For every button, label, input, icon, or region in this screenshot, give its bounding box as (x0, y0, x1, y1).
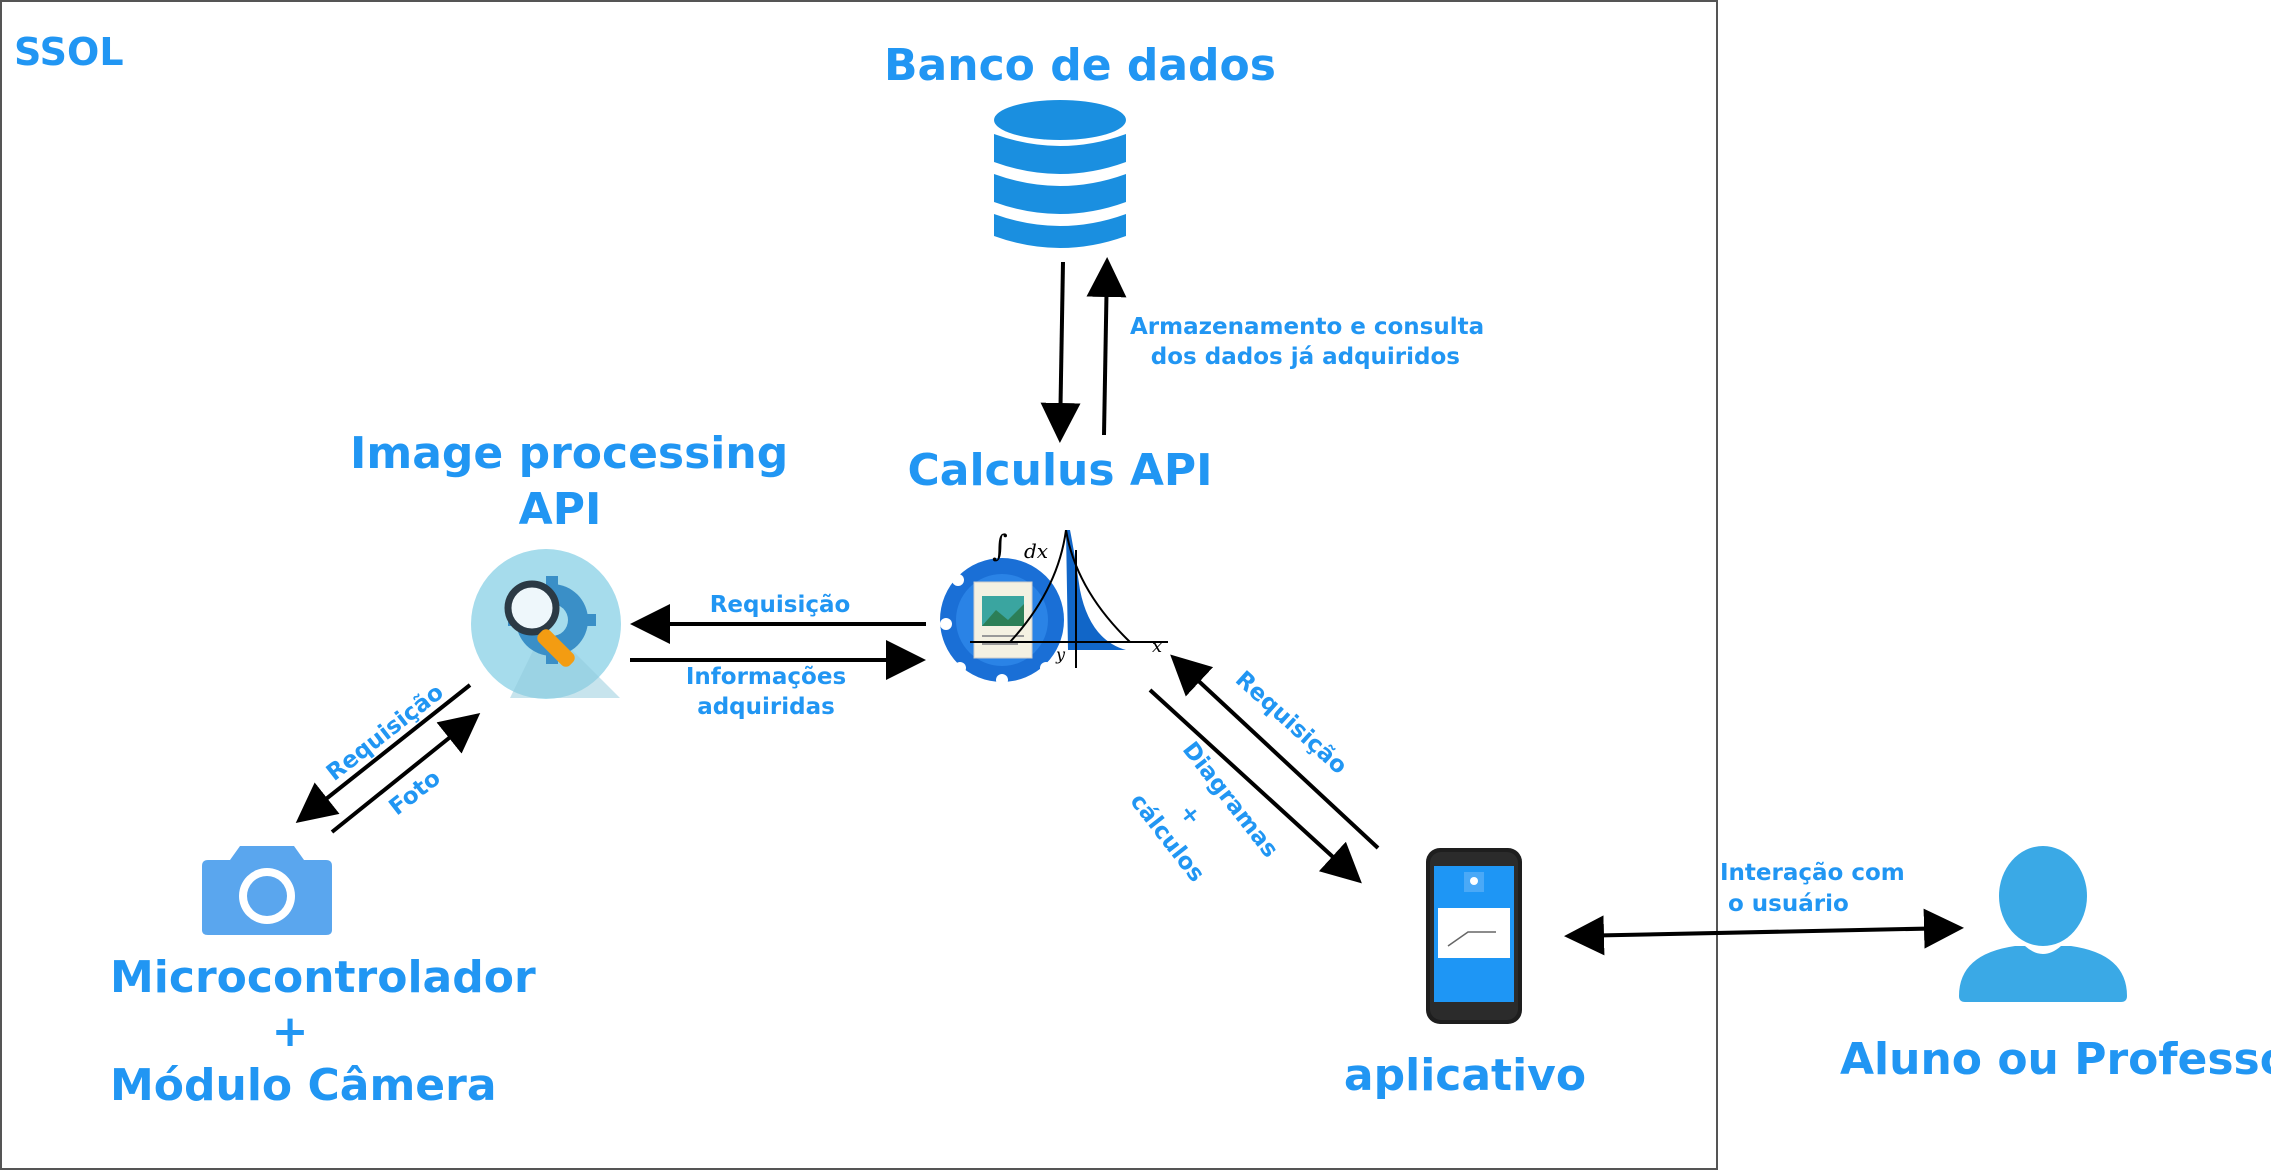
arrow-cam-to-img (330, 712, 481, 834)
dx-symbol: dx (1024, 539, 1048, 563)
image-processing-label-line1: Image processing (350, 428, 789, 479)
magnifier-gear-icon (471, 549, 621, 699)
arrow-app-user (1564, 908, 1964, 956)
app-user-label-line1: Interação com (1720, 860, 1905, 886)
calc-to-img-label: Requisição (709, 592, 851, 618)
db-calc-label-line1: Armazenamento e consulta (1130, 314, 1485, 340)
calculus-api-label: Calculus API (907, 445, 1213, 496)
db-calc-label-line2: dos dados já adquiridos (1150, 344, 1460, 370)
user-icon (1959, 846, 2127, 1002)
integral-symbol: ∫ (992, 530, 1008, 564)
y-axis-symbol: y (1055, 645, 1066, 664)
smartphone-icon (1426, 848, 1522, 1024)
camera-icon (202, 846, 332, 935)
arrow-db-to-calc (1040, 261, 1081, 443)
system-title: SSOL (14, 30, 124, 74)
arrow-img-to-cam (295, 683, 472, 823)
calculus-api-icon: ∫ dx x y (940, 530, 1168, 686)
app-user-label-line2: o usuário (1728, 891, 1849, 917)
img-to-calc-label-line1: Informações (685, 664, 847, 690)
database-label: Banco de dados (884, 40, 1276, 91)
microcontroller-label-line1: Microcontrolador (110, 952, 536, 1003)
x-axis-symbol: x (1152, 636, 1162, 657)
arrow-calc-to-db (1086, 257, 1127, 436)
microcontroller-label-line3: Módulo Câmera (110, 1060, 497, 1111)
image-processing-label-line2: API (518, 484, 602, 535)
arrow-app-to-calc (1170, 654, 1380, 850)
database-icon (994, 100, 1126, 248)
microcontroller-label-line2: + (271, 1006, 309, 1057)
ssol-system-boundary (0, 0, 1718, 1170)
app-label: aplicativo (1343, 1050, 1587, 1101)
img-to-calc-label-line2: adquiridas (697, 694, 835, 720)
arrow-calc-to-app (1148, 688, 1362, 884)
user-label: Aluno ou Professor (1840, 1034, 2271, 1085)
